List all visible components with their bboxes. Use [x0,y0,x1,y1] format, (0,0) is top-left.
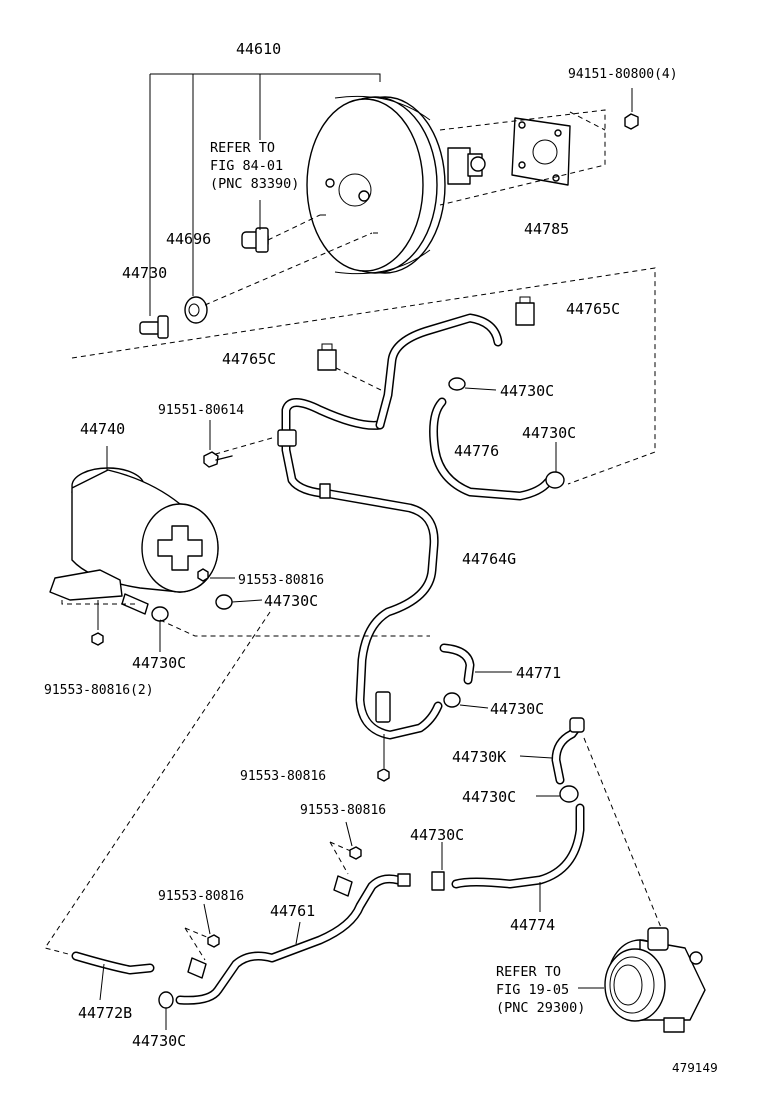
label-44765c-right: 44765C [566,300,620,318]
label-91553-80816-d: 91553-80816 [158,889,244,904]
ref2-line3: (PNC 29300) [496,1000,585,1016]
label-44765c-left: 44765C [222,350,276,368]
clamp-44730c-b [545,471,565,489]
label-44730c-c: 44730C [264,592,318,610]
label-44772b: 44772B [78,1004,132,1022]
label-44776: 44776 [454,442,499,460]
connector-44730k [551,717,585,785]
check-valve-44730 [139,315,169,339]
bolt-91553-canister [91,632,104,646]
label-44785: 44785 [524,220,569,238]
label-44764g: 44764G [462,550,516,568]
bolt-91553-a [197,568,235,582]
hose-44771 [439,643,512,685]
label-44730c-e: 44730C [490,700,544,718]
label-44761: 44761 [270,902,315,920]
clip-44765c-left [317,343,337,371]
label-44610: 44610 [236,40,281,58]
label-91553-80816-b: 91553-80816 [240,769,326,784]
label-44730c-d: 44730C [132,654,186,672]
charcoal-canister-44740 [49,446,219,615]
clamp-44730c-c [215,594,233,610]
hose-44772b [71,951,155,1001]
label-44730c-h: 44730C [132,1032,186,1050]
ref1-line3: (PNC 83390) [210,176,299,192]
bolt-91553-c [345,821,362,860]
bolt-91551 [203,420,233,468]
clamp-44730c-f [559,785,579,803]
hose-44761 [175,842,445,1005]
label-44774: 44774 [510,916,555,934]
hose-44774 [451,803,585,912]
hose-44776 [429,397,553,501]
bolt-91553-b [377,734,390,782]
bolt-91553-d [203,903,220,948]
clip-44765c-right [515,296,535,326]
brake-booster-44610 [306,95,486,275]
label-91553-80816-2: 91553-80816(2) [44,683,154,698]
clamp-44730c-e [443,692,461,708]
label-44740: 44740 [80,420,125,438]
clamp-44730c-a [448,377,466,391]
booster-gasket-44785 [439,109,606,206]
ref2-line1: REFER TO [496,964,561,980]
ref1-line1: REFER TO [210,140,275,156]
label-44730c-b: 44730C [522,424,576,442]
diagram-id: 479149 [672,1061,718,1075]
clamp-44730c-h [158,991,174,1009]
label-91551-80614: 91551-80614 [158,403,244,418]
vacuum-pump-29300 [578,927,706,1033]
ref1-line2: FIG 84-01 [210,158,283,174]
grommet-44696 [184,296,208,324]
ref2-line2: FIG 19-05 [496,982,569,998]
label-44730c-f: 44730C [462,788,516,806]
clamp-44730c-d [151,606,169,622]
label-44730: 44730 [122,264,167,282]
label-44696: 44696 [166,230,211,248]
label-44771: 44771 [516,664,561,682]
label-44730c-a: 44730C [500,382,554,400]
label-91553-80816-c: 91553-80816 [300,803,386,818]
label-44730c-g: 44730C [410,826,464,844]
switch-83390 [241,227,269,253]
label-91553-80816-a: 91553-80816 [238,573,324,588]
nut-94151 [624,88,639,130]
hose-44764g [277,313,503,740]
label-44730k: 44730K [452,748,506,766]
label-94151-80800: 94151-80800(4) [568,67,678,82]
